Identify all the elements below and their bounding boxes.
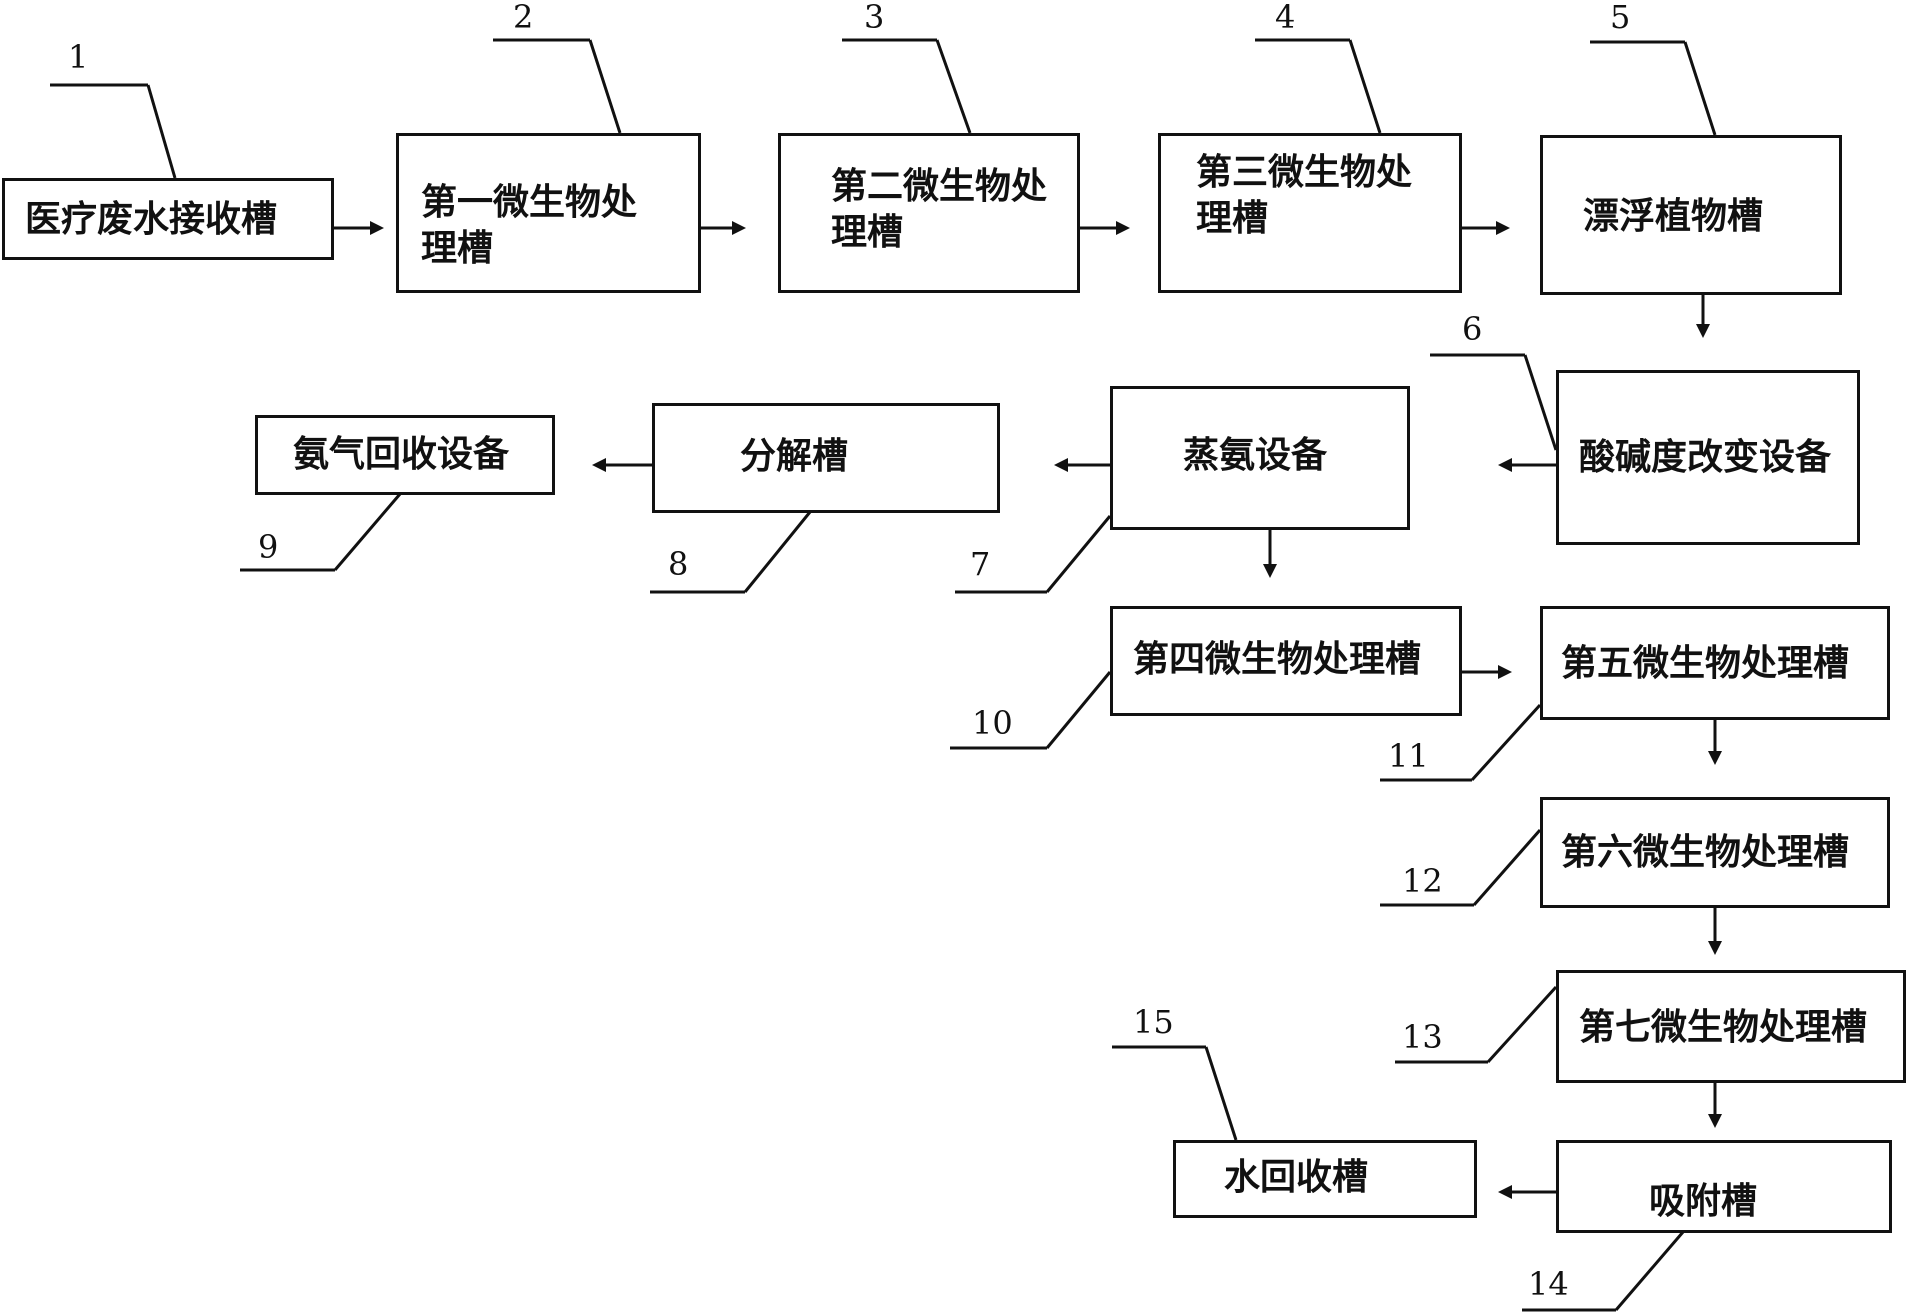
arrow-12-13 [1708,941,1722,955]
arrow-13-14 [1708,1114,1722,1128]
box-label: 第三微生物处理槽 [1196,152,1413,239]
box-floating-plant-tank: 漂浮植物槽 [1540,135,1842,295]
arrow-8-9 [592,458,606,472]
box-label: 第六微生物处理槽 [1561,832,1850,873]
box-ammonia-recovery-equipment: 氨气回收设备 [255,415,555,495]
box-label: 分解槽 [740,436,849,477]
ref-number-12: 12 [1402,862,1443,900]
box-label: 第五微生物处理槽 [1561,643,1850,684]
box-second-microbial-tank: 第二微生物处理槽 [778,133,1080,293]
arrows [334,221,1722,1199]
ref-number-7: 7 [970,545,991,583]
box-label: 漂浮植物槽 [1583,196,1764,237]
ref-number-3: 3 [864,0,885,36]
ref-number-13: 13 [1402,1018,1443,1056]
arrow-1-2 [370,221,384,235]
box-first-microbial-tank: 第一微生物处理槽 [396,133,701,293]
ref-number-9: 9 [258,528,279,566]
box-label: 氨气回收设备 [293,434,510,475]
box-sixth-microbial-tank: 第六微生物处理槽 [1540,797,1890,908]
arrow-4-5 [1496,221,1510,235]
arrow-2-3 [732,221,746,235]
box-medical-wastewater-tank: 医疗废水接收槽 [2,178,334,260]
ref-number-6: 6 [1462,310,1483,348]
arrow-3-4 [1116,221,1130,235]
box-label: 第一微生物处理槽 [421,182,638,269]
ref-number-4: 4 [1275,0,1296,36]
box-label: 第七微生物处理槽 [1579,1007,1868,1048]
box-third-microbial-tank: 第三微生物处理槽 [1158,133,1462,293]
box-label: 水回收槽 [1224,1157,1369,1198]
box-adsorption-tank: 吸附槽 [1556,1140,1892,1233]
ref-number-15: 15 [1133,1003,1174,1041]
arrow-5-6 [1696,324,1710,338]
ref-number-1: 1 [68,38,89,76]
ref-number-8: 8 [668,545,689,583]
box-decomposition-tank: 分解槽 [652,403,1000,513]
arrow-14-15 [1498,1185,1512,1199]
arrow-7-10 [1263,564,1277,578]
box-ph-adjust-equipment: 酸碱度改变设备 [1556,370,1860,545]
box-ammonia-stripping-equipment: 蒸氨设备 [1110,386,1410,530]
arrow-11-12 [1708,751,1722,765]
arrow-6-7 [1498,458,1512,472]
ref-number-2: 2 [513,0,534,36]
ref-number-11: 11 [1388,737,1429,775]
box-fifth-microbial-tank: 第五微生物处理槽 [1540,606,1890,720]
box-label: 吸附槽 [1649,1181,1758,1222]
box-label: 第四微生物处理槽 [1133,639,1422,680]
box-label: 第二微生物处理槽 [831,166,1048,253]
box-fourth-microbial-tank: 第四微生物处理槽 [1110,606,1462,716]
ref-number-14: 14 [1528,1265,1569,1303]
leader-lines [50,38,1717,1312]
box-label: 医疗废水接收槽 [25,199,278,240]
box-seventh-microbial-tank: 第七微生物处理槽 [1556,970,1906,1083]
box-label: 蒸氨设备 [1183,435,1328,476]
ref-number-10: 10 [972,704,1013,742]
arrow-10-11 [1498,665,1512,679]
ref-number-5: 5 [1610,0,1631,36]
box-water-recovery-tank: 水回收槽 [1173,1140,1477,1218]
box-label: 酸碱度改变设备 [1579,437,1832,478]
arrow-7-8 [1054,458,1068,472]
